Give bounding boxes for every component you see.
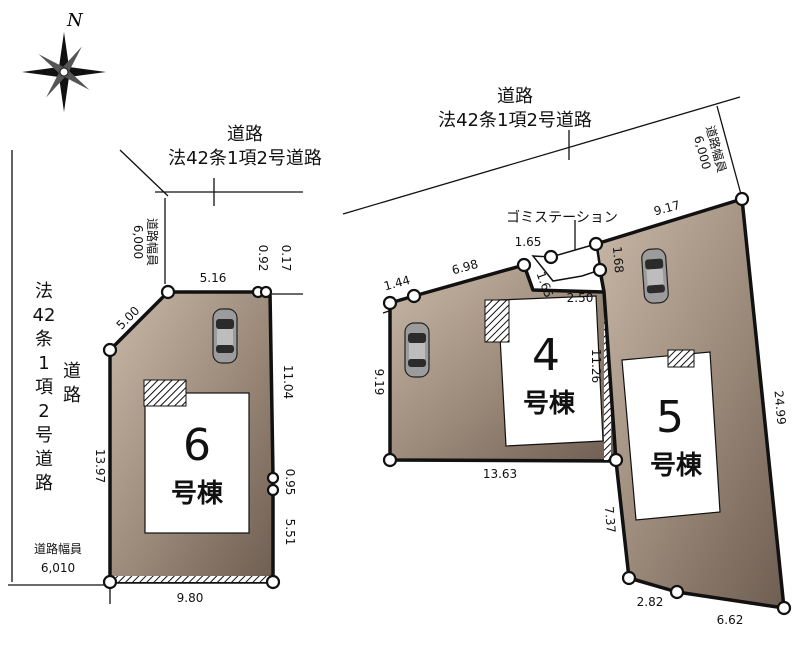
svg-text:1.65: 1.65: [515, 235, 542, 249]
compass: N: [22, 10, 106, 112]
lot-6: 6 号棟: [108, 290, 275, 584]
svg-text:2.50: 2.50: [567, 291, 594, 305]
lot-5-dimensions: 9.17 1.68 24.99 7.37 2.82 6.62: [602, 198, 789, 627]
road-label-right-top: 道路 法42条1項2号道路: [438, 86, 592, 131]
lot-5-number: 5: [656, 392, 684, 443]
lot-4-dimensions: 1.44 6.98 1.65 1.65 2.50 11.26 9.19 13.6…: [372, 235, 603, 481]
lot-4-house: [497, 295, 604, 447]
svg-text:24.99: 24.99: [772, 390, 789, 425]
lot-4-hatch: [604, 300, 611, 460]
road-label-left-vertical: 法 42 条 1 項 2 号 道 路 道 路: [33, 281, 81, 494]
lot-6-dimensions: 5.16 5.00 0.92 0.17 11.04 0.95 5.51 9.80…: [93, 245, 297, 605]
road-vertical-char: 道: [63, 361, 81, 382]
lot-6-house: [144, 392, 250, 534]
svg-text:9.19: 9.19: [372, 369, 386, 396]
svg-text:1.68: 1.68: [610, 246, 626, 274]
svg-text:1.44: 1.44: [382, 273, 411, 293]
svg-text:2.82: 2.82: [637, 595, 664, 609]
road-vertical-char: 路: [63, 385, 81, 406]
survey-points: [102, 191, 792, 616]
svg-text:6.98: 6.98: [450, 257, 479, 277]
svg-text:0.17: 0.17: [279, 245, 293, 272]
car-icon: [640, 247, 670, 305]
road-width-left-upper: 道路幅員 6,000: [131, 218, 160, 266]
road-name: 道路: [227, 124, 263, 145]
garbage-station-label: ゴミステーション: [506, 209, 618, 226]
lot-5-entry: [667, 349, 695, 368]
road-vertical-char: 法: [35, 281, 53, 302]
svg-text:道路幅員: 道路幅員: [145, 218, 160, 266]
road-vertical-char: 号: [35, 425, 53, 446]
lot-5-name: 号棟: [650, 451, 703, 481]
svg-text:11.04: 11.04: [281, 365, 295, 399]
svg-text:6,010: 6,010: [41, 561, 75, 575]
road-name: 道路: [497, 86, 533, 107]
svg-text:0.95: 0.95: [283, 469, 297, 496]
north-label: N: [66, 10, 84, 31]
svg-text:6.62: 6.62: [717, 613, 744, 627]
lot-4-entry: [484, 299, 510, 343]
lot-6-name: 号棟: [171, 479, 224, 509]
svg-text:5.51: 5.51: [283, 519, 297, 546]
svg-text:0.92: 0.92: [256, 245, 270, 272]
lot-4-number: 4: [532, 330, 560, 381]
svg-text:5.16: 5.16: [200, 271, 227, 285]
svg-text:7.37: 7.37: [602, 506, 618, 534]
svg-text:13.63: 13.63: [483, 467, 517, 481]
road-vertical-char: 道: [35, 449, 53, 470]
svg-text:9.80: 9.80: [177, 591, 204, 605]
road-type: 法42条1項2号道路: [438, 110, 592, 131]
road-vertical-char: 42: [33, 305, 56, 326]
svg-text:11.26: 11.26: [589, 349, 603, 383]
lot-4: 4 号棟: [388, 263, 618, 463]
lot-6-number: 6: [183, 420, 211, 471]
car-icon: [404, 322, 430, 378]
road-vertical-char: 1: [38, 353, 49, 374]
lot-4-name: 号棟: [523, 389, 576, 419]
lot-6-hatch: [112, 576, 270, 582]
road-width-left-lower: 道路幅員 6,010: [34, 541, 82, 575]
svg-text:6,000: 6,000: [131, 225, 145, 259]
svg-text:13.97: 13.97: [93, 449, 107, 483]
road-label-left-top: 道路 法42条1項2号道路: [168, 124, 322, 169]
road-vertical-char: 条: [35, 329, 53, 350]
compass-rose-icon: [22, 32, 106, 112]
road-vertical-char: 項: [35, 377, 53, 398]
road-vertical-char: 路: [35, 473, 53, 494]
road-type: 法42条1項2号道路: [168, 148, 322, 169]
car-icon: [212, 308, 238, 364]
svg-text:道路幅員: 道路幅員: [34, 541, 82, 556]
road-vertical-char: 2: [38, 401, 49, 422]
lot-6-entry: [143, 379, 187, 407]
svg-text:9.17: 9.17: [652, 198, 681, 218]
